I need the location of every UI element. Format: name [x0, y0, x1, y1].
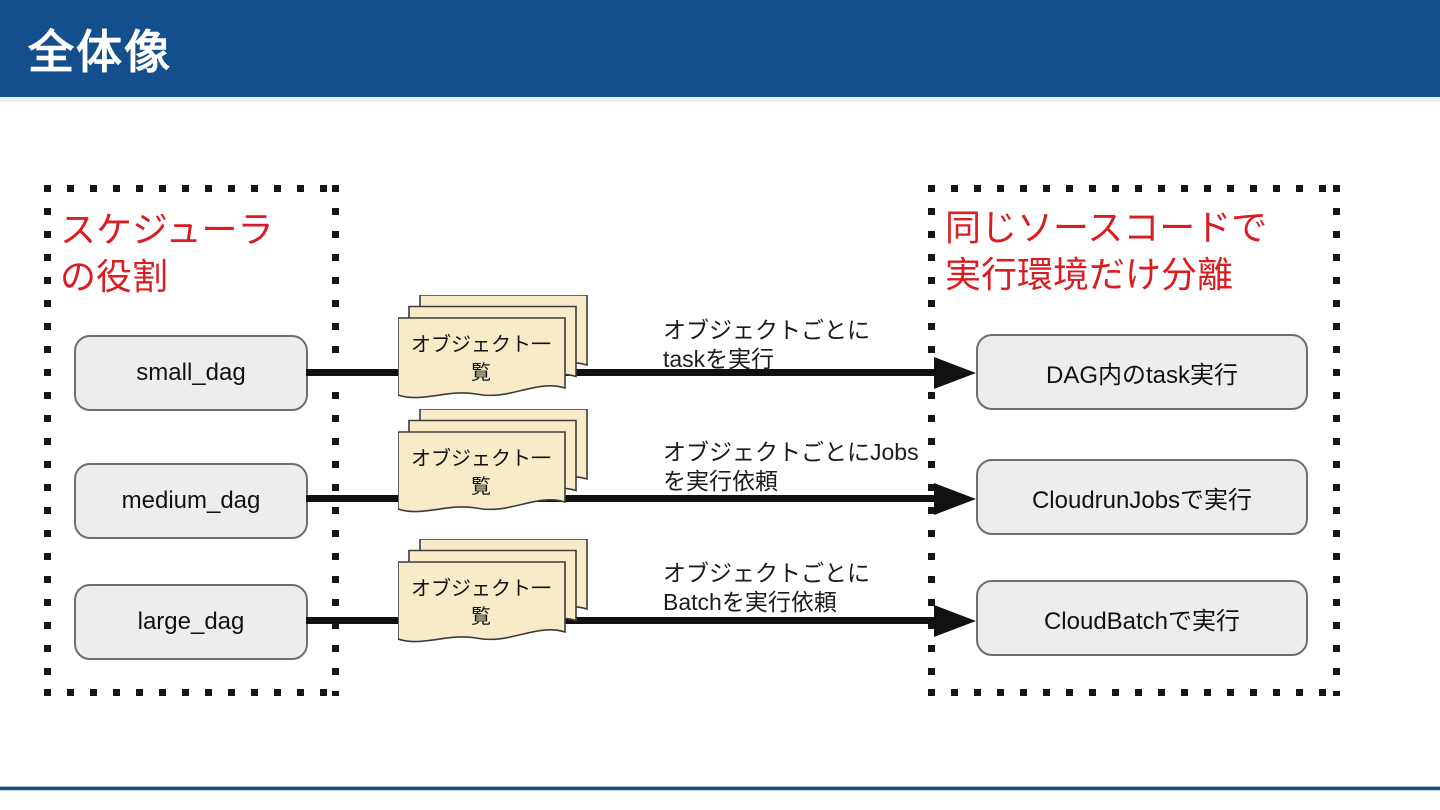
dotted-border-right [1333, 185, 1340, 696]
dotted-border-right [332, 185, 339, 696]
scheduler-panel-title-line1: スケジューラ [60, 209, 274, 250]
object-list-label-line1: オブジェクト一 [411, 332, 551, 356]
arrow-task-label: オブジェクトごとに taskを実行 [663, 316, 870, 374]
node-large-dag-label: large_dag [137, 608, 245, 635]
object-list-label-line2: 覧 [471, 605, 491, 628]
object-list-stack-2: オブジェクト一 覧 [398, 409, 588, 515]
node-medium-dag: medium_dag [74, 463, 308, 539]
node-cloud-batch-exec-label: CloudBatchで実行 [1043, 607, 1241, 635]
dotted-border-bottom [928, 689, 1340, 696]
execution-panel [928, 185, 1340, 696]
arrow-batch-label-line2: Batchを実行依頼 [663, 589, 837, 615]
arrow-batch-head-icon [934, 605, 976, 637]
dotted-border-left [928, 185, 935, 696]
node-dag-task-exec-label: DAG内のtask実行 [1045, 361, 1239, 389]
scheduler-panel-title-line2: の役割 [60, 256, 169, 297]
node-cloudrun-jobs-exec-label: CloudrunJobsで実行 [1031, 486, 1253, 514]
execution-panel-title: 同じソースコードで 実行環境だけ分離 [945, 204, 1267, 298]
dotted-border-bottom [44, 689, 339, 696]
documents-icon: オブジェクト一 覧 [398, 539, 588, 643]
arrow-task [306, 357, 976, 389]
arrow-jobs-head-icon [934, 483, 976, 515]
arrow-jobs-label-line1: オブジェクトごとにJobs [663, 439, 919, 465]
arrow-jobs-line [306, 495, 936, 502]
node-cloud-batch-exec: CloudBatchで実行 [976, 580, 1308, 656]
arrow-batch-line [306, 617, 936, 624]
arrow-task-head-icon [934, 357, 976, 389]
slide-header: 全体像 [0, 0, 1440, 102]
arrow-batch-label-line1: オブジェクトごとに [663, 560, 870, 586]
dotted-border-top [44, 185, 339, 192]
arrow-task-label-line1: オブジェクトごとに [663, 317, 870, 343]
node-cloudrun-jobs-exec: CloudrunJobsで実行 [976, 459, 1308, 535]
node-small-dag: small_dag [74, 335, 308, 411]
documents-icon: オブジェクト一 覧 [398, 295, 588, 399]
arrow-task-label-line2: taskを実行 [663, 346, 775, 372]
dotted-border-left [44, 185, 51, 696]
dotted-border-top [928, 185, 1340, 192]
object-list-stack-3: オブジェクト一 覧 [398, 539, 588, 645]
node-small-dag-label: small_dag [136, 359, 246, 386]
arrow-jobs [306, 483, 976, 515]
object-list-label-line2: 覧 [471, 361, 491, 384]
execution-panel-title-line2: 実行環境だけ分離 [945, 254, 1234, 295]
arrow-batch [306, 605, 976, 637]
arrow-jobs-label: オブジェクトごとにJobs を実行依頼 [663, 438, 919, 496]
execution-panel-title-line1: 同じソースコードで [945, 207, 1268, 248]
arrow-task-line [306, 369, 936, 376]
documents-icon: オブジェクト一 覧 [398, 409, 588, 513]
footer-divider [0, 786, 1440, 791]
scheduler-panel [44, 185, 339, 696]
object-list-label-line1: オブジェクト一 [411, 446, 551, 470]
arrow-jobs-label-line2: を実行依頼 [663, 468, 778, 494]
node-large-dag: large_dag [74, 584, 308, 660]
node-dag-task-exec: DAG内のtask実行 [976, 334, 1308, 410]
node-medium-dag-label: medium_dag [121, 487, 261, 514]
object-list-label-line2: 覧 [471, 475, 491, 498]
scheduler-panel-title: スケジューラ の役割 [60, 206, 273, 300]
arrow-batch-label: オブジェクトごとに Batchを実行依頼 [663, 559, 870, 617]
object-list-stack-1: オブジェクト一 覧 [398, 295, 588, 401]
page-title: 全体像 [28, 25, 172, 78]
object-list-label-line1: オブジェクト一 [411, 576, 551, 600]
